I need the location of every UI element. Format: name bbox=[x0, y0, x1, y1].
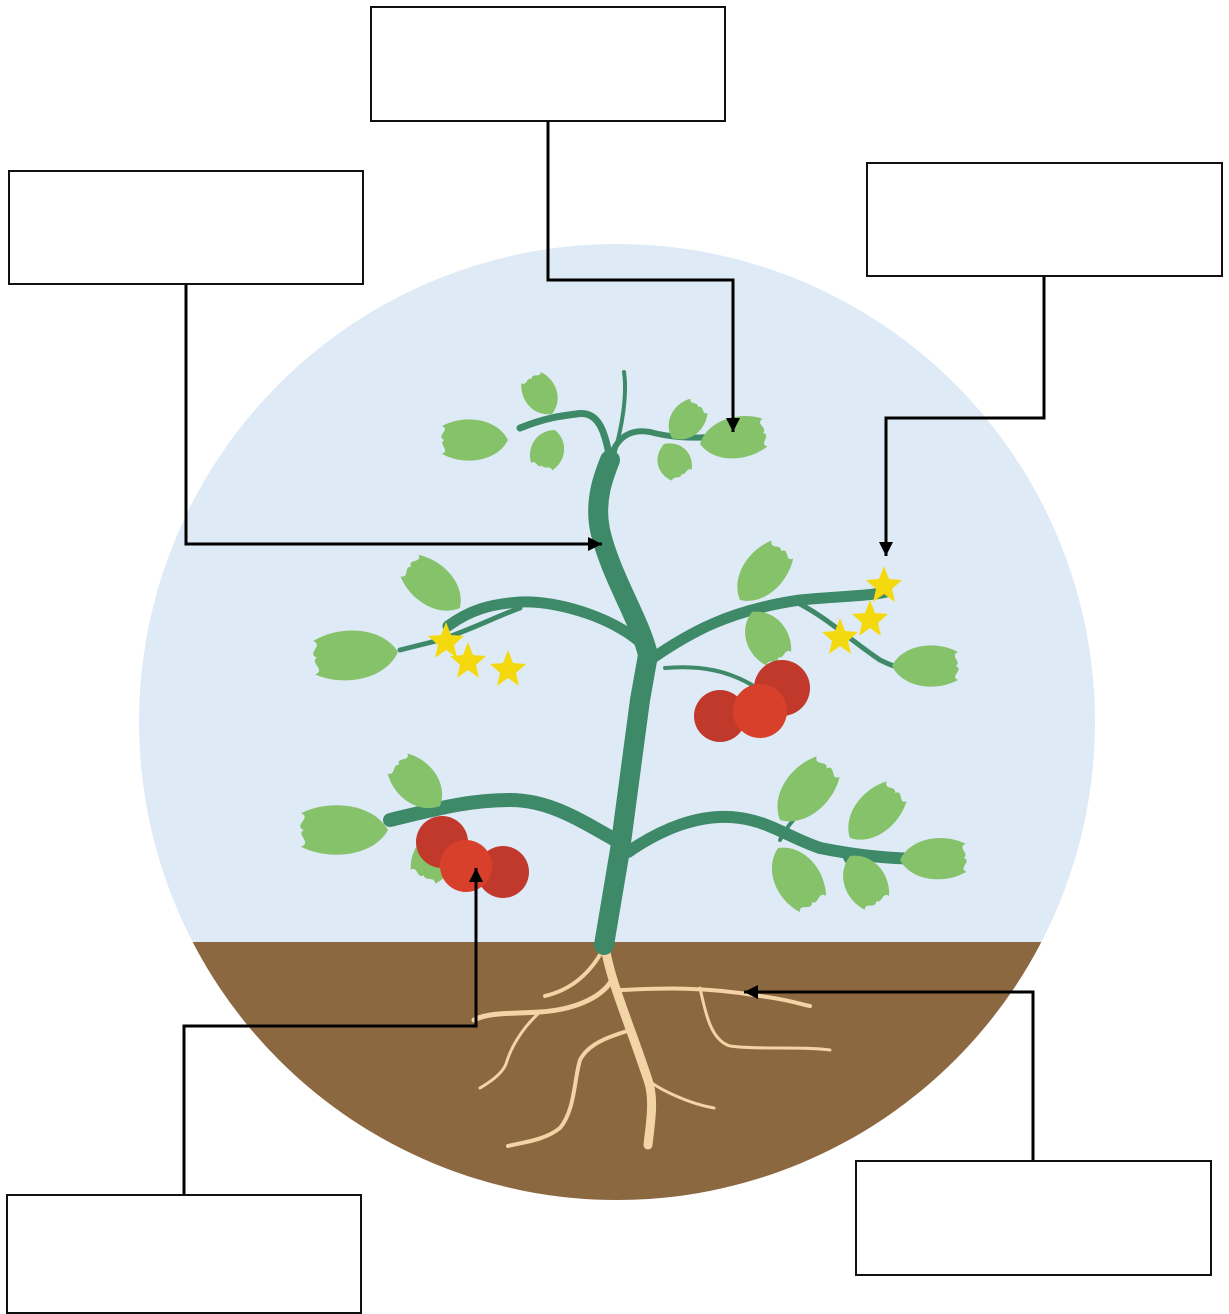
connectors bbox=[182, 122, 1046, 1194]
label-box-root[interactable] bbox=[855, 1160, 1212, 1276]
label-box-leaf[interactable] bbox=[370, 6, 726, 122]
flowers bbox=[428, 566, 902, 686]
fruits bbox=[416, 660, 810, 898]
connector-leaf bbox=[546, 122, 740, 432]
scene-circle bbox=[139, 244, 1095, 1200]
label-box-fruit[interactable] bbox=[6, 1194, 362, 1314]
connector-fruit bbox=[182, 868, 483, 1194]
label-box-flower[interactable] bbox=[866, 162, 1223, 277]
connector-stem bbox=[184, 285, 602, 551]
label-box-stem[interactable] bbox=[8, 170, 364, 285]
connector-root bbox=[744, 985, 1035, 1160]
connector-flower bbox=[879, 277, 1046, 556]
roots bbox=[471, 941, 832, 1150]
